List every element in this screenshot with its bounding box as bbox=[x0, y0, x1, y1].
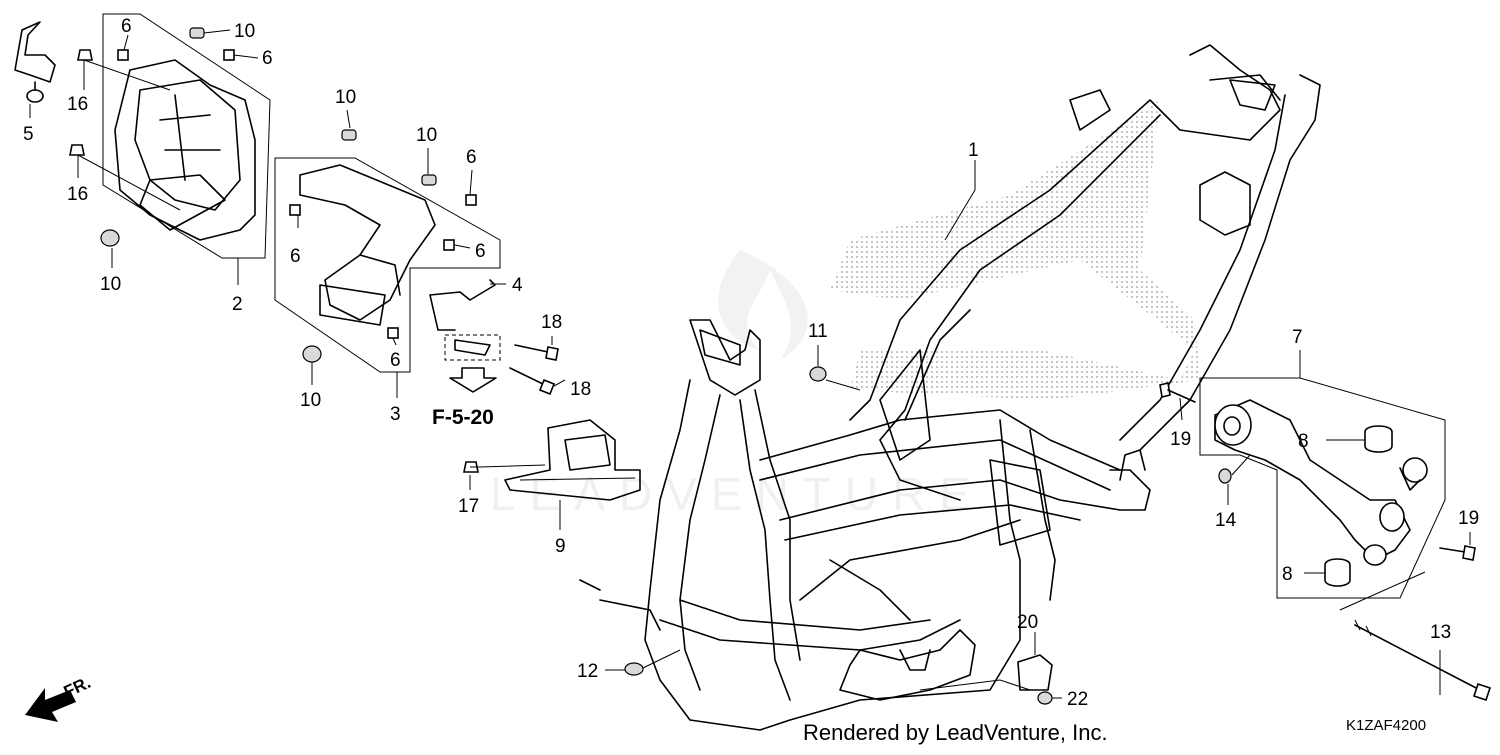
callout-10d: 10 bbox=[416, 125, 437, 146]
svg-text:LEADVENTURE: LEADVENTURE bbox=[490, 468, 984, 520]
inner-cover-lower bbox=[299, 164, 436, 326]
leader-lines bbox=[29, 29, 1471, 699]
callout-10a: 10 bbox=[234, 21, 255, 42]
watermark-leadventure: LEADVENTURE bbox=[490, 250, 984, 520]
main-frame bbox=[579, 44, 1321, 731]
washer-11 bbox=[809, 366, 827, 382]
mounting-bracket bbox=[479, 419, 641, 501]
grommet-10-top bbox=[189, 27, 205, 39]
callout-20: 20 bbox=[1017, 612, 1038, 633]
leader-13 bbox=[1339, 571, 1426, 611]
callout-16a: 16 bbox=[67, 94, 88, 115]
callout-10e: 10 bbox=[300, 390, 321, 411]
callout-17: 17 bbox=[458, 496, 479, 517]
outline-box-part-7 bbox=[1199, 377, 1446, 599]
engine-hanger bbox=[1214, 399, 1428, 566]
clip-6-d bbox=[289, 204, 301, 216]
callout-22: 22 bbox=[1067, 689, 1088, 710]
callout-6d: 6 bbox=[290, 246, 301, 267]
clip-6-b bbox=[223, 49, 235, 61]
bracket-20 bbox=[1017, 654, 1053, 691]
callout-18a: 18 bbox=[541, 312, 562, 333]
bolt-16-upper bbox=[77, 49, 93, 61]
callout-7: 7 bbox=[1292, 327, 1303, 348]
callout-6b: 6 bbox=[262, 48, 273, 69]
grommet-10-left bbox=[100, 229, 120, 247]
grommet-10-mid-a bbox=[341, 129, 357, 141]
callout-labels: 1 2 3 4 5 6 6 6 6 6 6 7 8 8 9 10 10 10 1… bbox=[23, 16, 1479, 745]
callout-6f: 6 bbox=[390, 350, 401, 371]
callout-8a: 8 bbox=[1298, 431, 1309, 452]
front-direction-arrow bbox=[25, 688, 76, 722]
hook-bracket bbox=[14, 21, 56, 103]
watermark-wing-logo bbox=[830, 100, 1200, 400]
clip-6-e bbox=[443, 239, 455, 251]
reference-arrow bbox=[449, 367, 497, 393]
grommet-10-mid-b bbox=[421, 174, 437, 186]
callout-19a: 19 bbox=[1170, 429, 1191, 450]
callout-13: 13 bbox=[1430, 622, 1451, 643]
bolt-16-lower bbox=[69, 144, 85, 156]
callout-14: 14 bbox=[1215, 510, 1237, 531]
bolt-19-upper bbox=[1159, 382, 1196, 403]
washer-12 bbox=[624, 662, 644, 676]
outline-box-part-3 bbox=[274, 157, 501, 373]
callout-4: 4 bbox=[512, 275, 523, 296]
outline-box-part-2 bbox=[102, 13, 271, 259]
grommet-10-lower bbox=[302, 345, 322, 363]
callout-6e: 6 bbox=[475, 241, 486, 262]
front-inner-cover bbox=[114, 59, 256, 241]
rubber-mount-8-lower bbox=[1324, 558, 1351, 587]
clip-6-a bbox=[117, 49, 129, 61]
callout-6a: 6 bbox=[121, 16, 132, 37]
callout-3: 3 bbox=[390, 404, 401, 425]
bolt-18-upper bbox=[514, 344, 559, 361]
callout-16b: 16 bbox=[67, 184, 88, 205]
nut-22 bbox=[1037, 691, 1053, 705]
callout-1: 1 bbox=[968, 140, 979, 161]
callout-6c: 6 bbox=[466, 147, 477, 168]
footer-credit: Rendered by LeadVenture, Inc. bbox=[803, 720, 1108, 745]
callout-12: 12 bbox=[577, 661, 598, 682]
callout-8b: 8 bbox=[1282, 564, 1293, 585]
clip-6-f bbox=[387, 327, 399, 339]
rubber-mount-8-upper bbox=[1364, 425, 1393, 453]
clip-6-c bbox=[465, 194, 477, 206]
long-bolt-13 bbox=[1354, 619, 1492, 702]
callout-18b: 18 bbox=[570, 379, 591, 400]
diagram-code: K1ZAF4200 bbox=[1346, 717, 1426, 734]
callout-2: 2 bbox=[232, 294, 243, 315]
callout-10c: 10 bbox=[335, 87, 356, 108]
bolt-19-lower bbox=[1439, 545, 1476, 561]
bolt-18-lower bbox=[509, 367, 556, 396]
callout-11: 11 bbox=[808, 321, 828, 342]
reference-label: F-5-20 bbox=[432, 406, 494, 429]
callout-9: 9 bbox=[555, 536, 566, 557]
nut-14 bbox=[1218, 468, 1232, 484]
callout-5: 5 bbox=[23, 124, 34, 145]
callout-19b: 19 bbox=[1458, 508, 1479, 529]
wire-bracket bbox=[429, 279, 501, 361]
callout-10b: 10 bbox=[100, 274, 121, 295]
